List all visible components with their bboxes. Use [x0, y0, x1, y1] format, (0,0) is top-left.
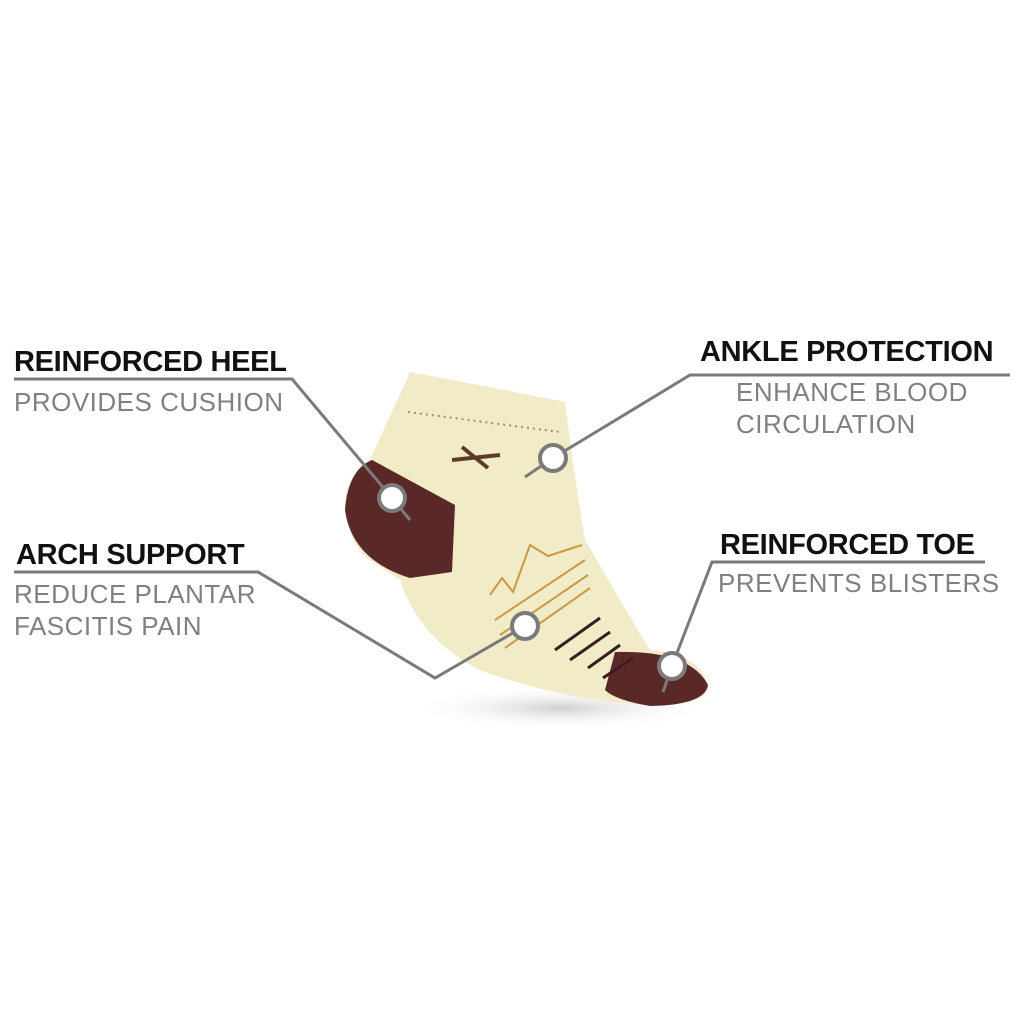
arch-title: ARCH SUPPORT — [16, 539, 245, 571]
toe-marker — [657, 651, 687, 681]
arch-desc-line2: FASCITIS PAIN — [14, 611, 203, 641]
ankle-desc-line2: CIRCULATION — [736, 409, 916, 439]
arch-desc-line1: REDUCE PLANTAR — [14, 579, 257, 609]
ankle-marker — [538, 443, 568, 473]
arch-marker — [510, 611, 540, 641]
arch-leader-line — [14, 570, 526, 680]
ankle-leader-line — [524, 373, 1010, 479]
toe-title: REINFORCED TOE — [720, 529, 975, 561]
heel-title: REINFORCED HEEL — [14, 346, 287, 378]
heel-desc: PROVIDES CUSHION — [14, 387, 284, 417]
heel-marker — [377, 483, 407, 513]
toe-desc: PREVENTS BLISTERS — [718, 568, 1000, 598]
ankle-desc-line1: ENHANCE BLOOD — [736, 377, 968, 407]
ankle-title: ANKLE PROTECTION — [700, 336, 994, 368]
